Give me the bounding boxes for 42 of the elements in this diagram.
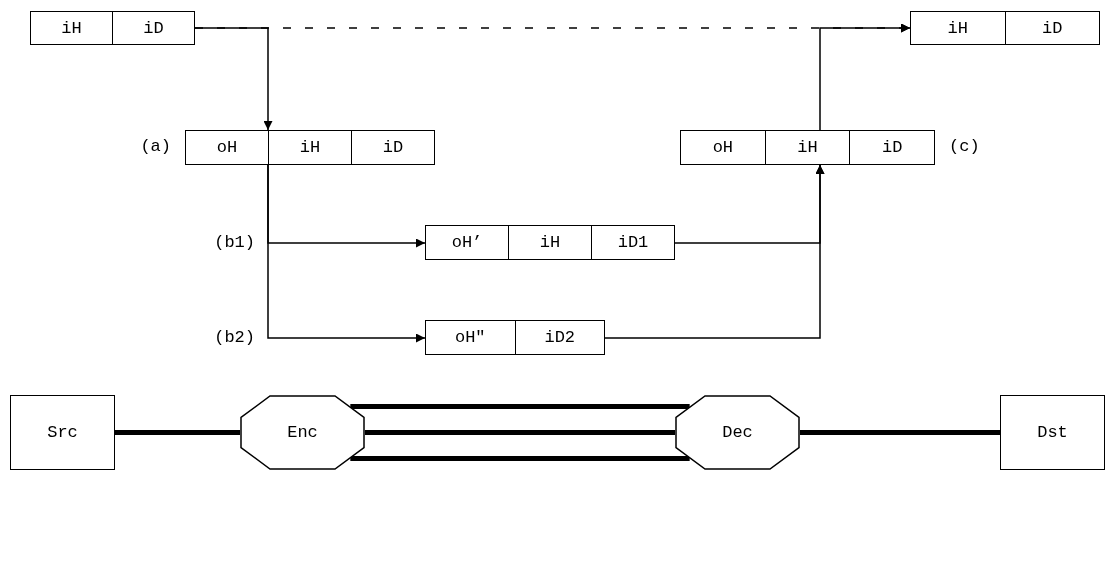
- node-label: Dec: [722, 423, 753, 442]
- packet-field: iH: [269, 131, 352, 164]
- node-label: Enc: [287, 423, 318, 442]
- connector-line: [350, 404, 690, 409]
- packet-box: [185, 130, 435, 165]
- connector-line: [350, 456, 690, 461]
- branch-label: (b1): [214, 233, 255, 252]
- arrow: [194, 27, 273, 131]
- arrow: [604, 164, 825, 339]
- branch-label: (b2): [214, 328, 255, 347]
- packet-field: iH: [31, 12, 113, 44]
- packet-field: iD2: [515, 321, 604, 354]
- endpoint-box: [1000, 395, 1105, 470]
- connector-line: [365, 430, 675, 435]
- connector-line: [800, 430, 1000, 435]
- packet-field: iD: [113, 12, 194, 44]
- packet-box: [30, 11, 195, 45]
- packet-field: oH’: [426, 226, 509, 259]
- hexagon-node: [240, 395, 365, 470]
- packet-field: iD: [1005, 12, 1099, 44]
- node-caption: (c): [949, 136, 980, 156]
- packet-field: iH: [509, 226, 592, 259]
- arrow: [267, 164, 426, 343]
- hexagon-node: [675, 395, 800, 470]
- packet-box: [910, 11, 1100, 45]
- node-label: Dst: [1037, 423, 1068, 442]
- packet-field: iD1: [592, 226, 674, 259]
- packet-field: oH: [681, 131, 766, 164]
- connector-line: [115, 430, 240, 435]
- node-caption: (a): [140, 136, 171, 156]
- packet-field: iD: [352, 131, 434, 164]
- packet-field: iD: [850, 131, 934, 164]
- packet-field: oH: [186, 131, 269, 164]
- packet-box: [680, 130, 935, 165]
- arrow: [819, 23, 911, 131]
- node-label: Src: [47, 423, 78, 442]
- packet-field: iH: [911, 12, 1006, 44]
- endpoint-box: [10, 395, 115, 470]
- packet-box: [425, 225, 675, 260]
- packet-box: [425, 320, 605, 355]
- packet-field: oH": [426, 321, 516, 354]
- packet-field: iH: [765, 131, 851, 164]
